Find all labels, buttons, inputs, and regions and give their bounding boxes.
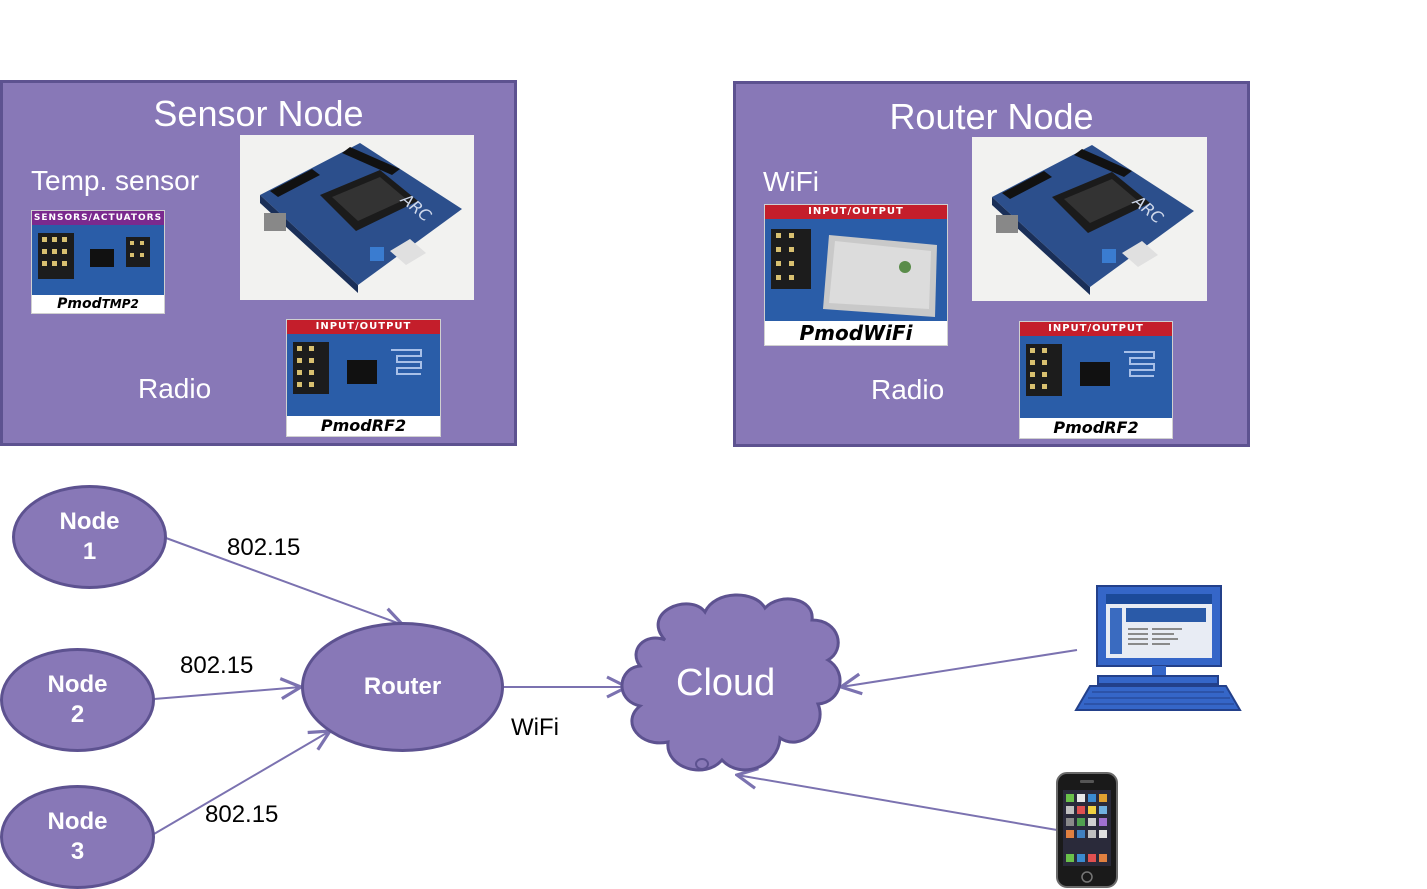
pmod-rf2-card: INPUT/OUTPUT PmodRF2 [286, 319, 441, 437]
pmod-rf2-icon [1020, 336, 1172, 420]
node-3: Node 3 [0, 785, 155, 889]
pmod-tmp2-footer: PmodTMP2 [32, 295, 164, 313]
node-1-number: 1 [82, 538, 97, 565]
pmod-wifi-footer-prefix: Pmod [799, 321, 864, 345]
temp-sensor-label: Temp. sensor [31, 165, 200, 196]
arc-board-photo: ARC [240, 135, 474, 300]
router-node: Router [301, 622, 504, 752]
pmod-wifi-icon [765, 219, 947, 323]
pmod-rf2-card: INPUT/OUTPUT PmodRF2 [1019, 321, 1173, 439]
pmod-rf2-footer-prefix: Pmod [1053, 418, 1105, 437]
router-node-title: Router Node [889, 96, 1094, 137]
node-2: Node 2 [0, 648, 155, 752]
cloud-label: Cloud [676, 662, 776, 704]
node-1-label: Node [59, 508, 120, 535]
node-3-label: Node [47, 808, 108, 835]
pmod-rf2-footer: PmodRF2 [287, 416, 440, 436]
pmod-tmp2-banner: SENSORS/ACTUATORS [32, 211, 164, 225]
pmod-wifi-card: INPUT/OUTPUT PmodWiFi [764, 204, 948, 346]
edge-computer-cloud [841, 649, 1078, 687]
router-node-panel: Router Node WiFi INPUT/OUTPUT PmodWiFi [733, 81, 1250, 447]
edge-phone-cloud [737, 775, 1058, 831]
sensor-node-panel: Sensor Node Temp. sensor SENSORS/ACTUATO… [0, 80, 517, 446]
sensor-node-title: Sensor Node [153, 93, 364, 134]
node-3-number: 3 [70, 838, 85, 865]
node-1: Node 1 [12, 485, 167, 589]
pmod-tmp2-card: SENSORS/ACTUATORS PmodTMP2 [31, 210, 165, 314]
pmod-rf2-footer-suffix: RF2 [1104, 418, 1139, 437]
pmod-wifi-footer: PmodWiFi [765, 321, 947, 345]
pmod-rf2-footer-suffix: RF2 [371, 416, 407, 435]
pmod-rf2-footer: PmodRF2 [1020, 418, 1172, 438]
router-radio-label: Radio [871, 374, 945, 405]
edge-node1-router [165, 537, 403, 625]
edge-label-node1: 802.15 [227, 534, 301, 561]
pmod-wifi-banner: INPUT/OUTPUT [765, 205, 947, 219]
edge-label-node2: 802.15 [180, 652, 254, 679]
arc-board-icon: ARC [260, 143, 462, 293]
arc-board-photo: ARC [972, 137, 1207, 301]
edge-label-wifi: WiFi [511, 714, 559, 741]
arc-board-icon: ARC [992, 145, 1194, 295]
wifi-module-label: WiFi [763, 166, 819, 197]
pmod-rf2-icon [287, 334, 440, 418]
node-2-label: Node [47, 671, 108, 698]
pmod-tmp2-footer-suffix: TMP2 [101, 297, 139, 311]
cloud-shape [620, 593, 842, 772]
node-2-number: 2 [70, 701, 85, 728]
edge-node2-router [153, 687, 301, 700]
edge-node3-router [153, 731, 330, 835]
pmod-tmp2-footer-prefix: Pmod [57, 296, 102, 312]
pmod-tmp2-icon [32, 225, 164, 297]
smartphone-icon [1056, 772, 1118, 888]
router-label: Router [363, 673, 442, 700]
pmod-wifi-footer-suffix: WiFi [863, 321, 913, 345]
desktop-computer-icon [1074, 585, 1242, 711]
sensor-radio-label: Radio [138, 373, 212, 404]
pmod-rf2-banner: INPUT/OUTPUT [1020, 322, 1172, 336]
pmod-rf2-footer-prefix: Pmod [320, 416, 372, 435]
pmod-rf2-banner: INPUT/OUTPUT [287, 320, 440, 334]
edge-label-node3: 802.15 [205, 801, 279, 828]
